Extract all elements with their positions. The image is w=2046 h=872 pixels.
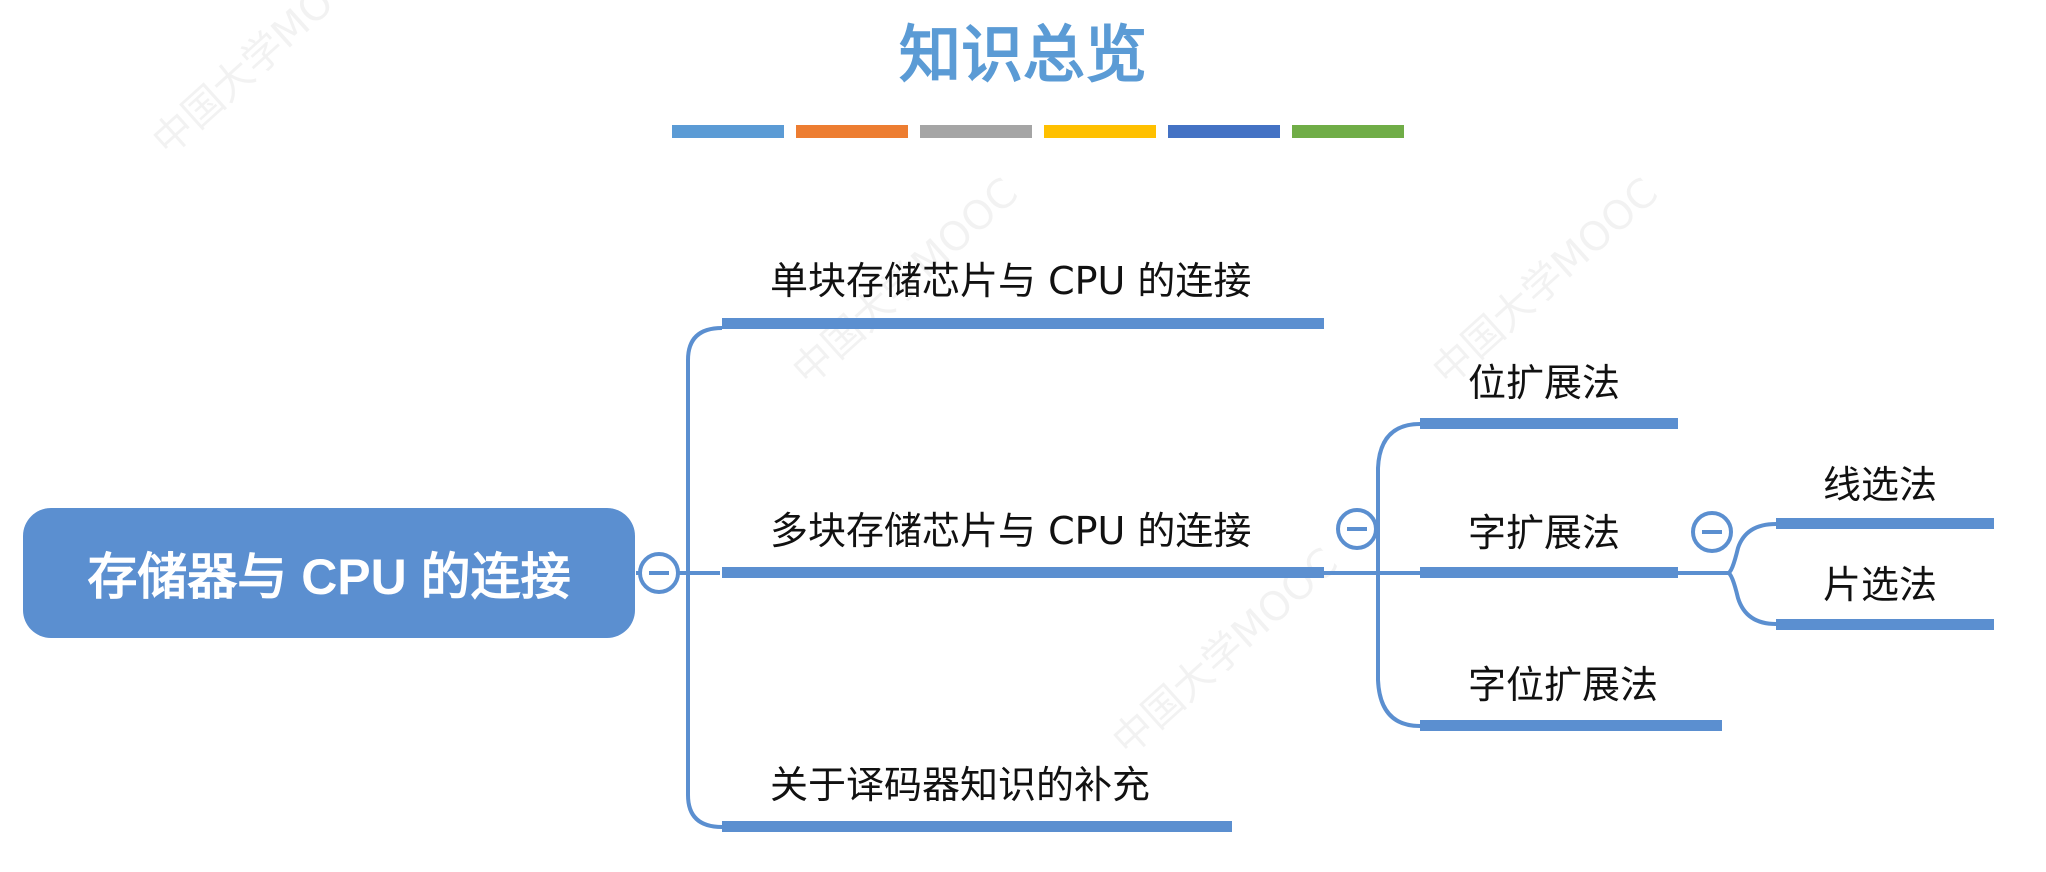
node-underline [1420,720,1722,731]
color-swatch [1168,125,1280,138]
node-word-bit-extension[interactable]: 字位扩展法 [1468,663,1659,707]
node-bit-extension[interactable]: 位扩展法 [1468,361,1621,405]
branch-single-chip[interactable]: 单块存储芯片与 CPU 的连接 [770,259,1252,303]
branch-underline [722,318,1324,329]
connector-line [686,326,723,829]
node-underline [1420,567,1678,578]
node-underline [1776,619,1994,630]
color-swatch [796,125,908,138]
branch-underline [722,567,1324,578]
branch-multi-chip[interactable]: 多块存储芯片与 CPU 的连接 [770,509,1252,553]
collapse-toggle-multi[interactable] [1336,508,1378,550]
slide-title: 知识总览 [898,18,1147,91]
node-word-extension[interactable]: 字扩展法 [1468,511,1621,555]
node-underline [1420,418,1678,429]
color-swatch [672,125,784,138]
color-swatch [1044,125,1156,138]
connector-line [1727,522,1777,626]
node-underline [1776,518,1994,529]
color-swatch [1292,125,1404,138]
connector-line [1376,422,1421,728]
collapse-toggle-word-ext[interactable] [1691,511,1733,553]
branch-underline [722,821,1232,832]
node-chip-selection[interactable]: 片选法 [1823,563,1938,607]
collapse-toggle-root[interactable] [638,552,680,594]
node-line-selection[interactable]: 线选法 [1823,463,1938,507]
color-swatch [920,125,1032,138]
branch-decoder-supplement[interactable]: 关于译码器知识的补充 [770,763,1151,807]
root-node[interactable]: 存储器与 CPU 的连接 [23,508,635,638]
